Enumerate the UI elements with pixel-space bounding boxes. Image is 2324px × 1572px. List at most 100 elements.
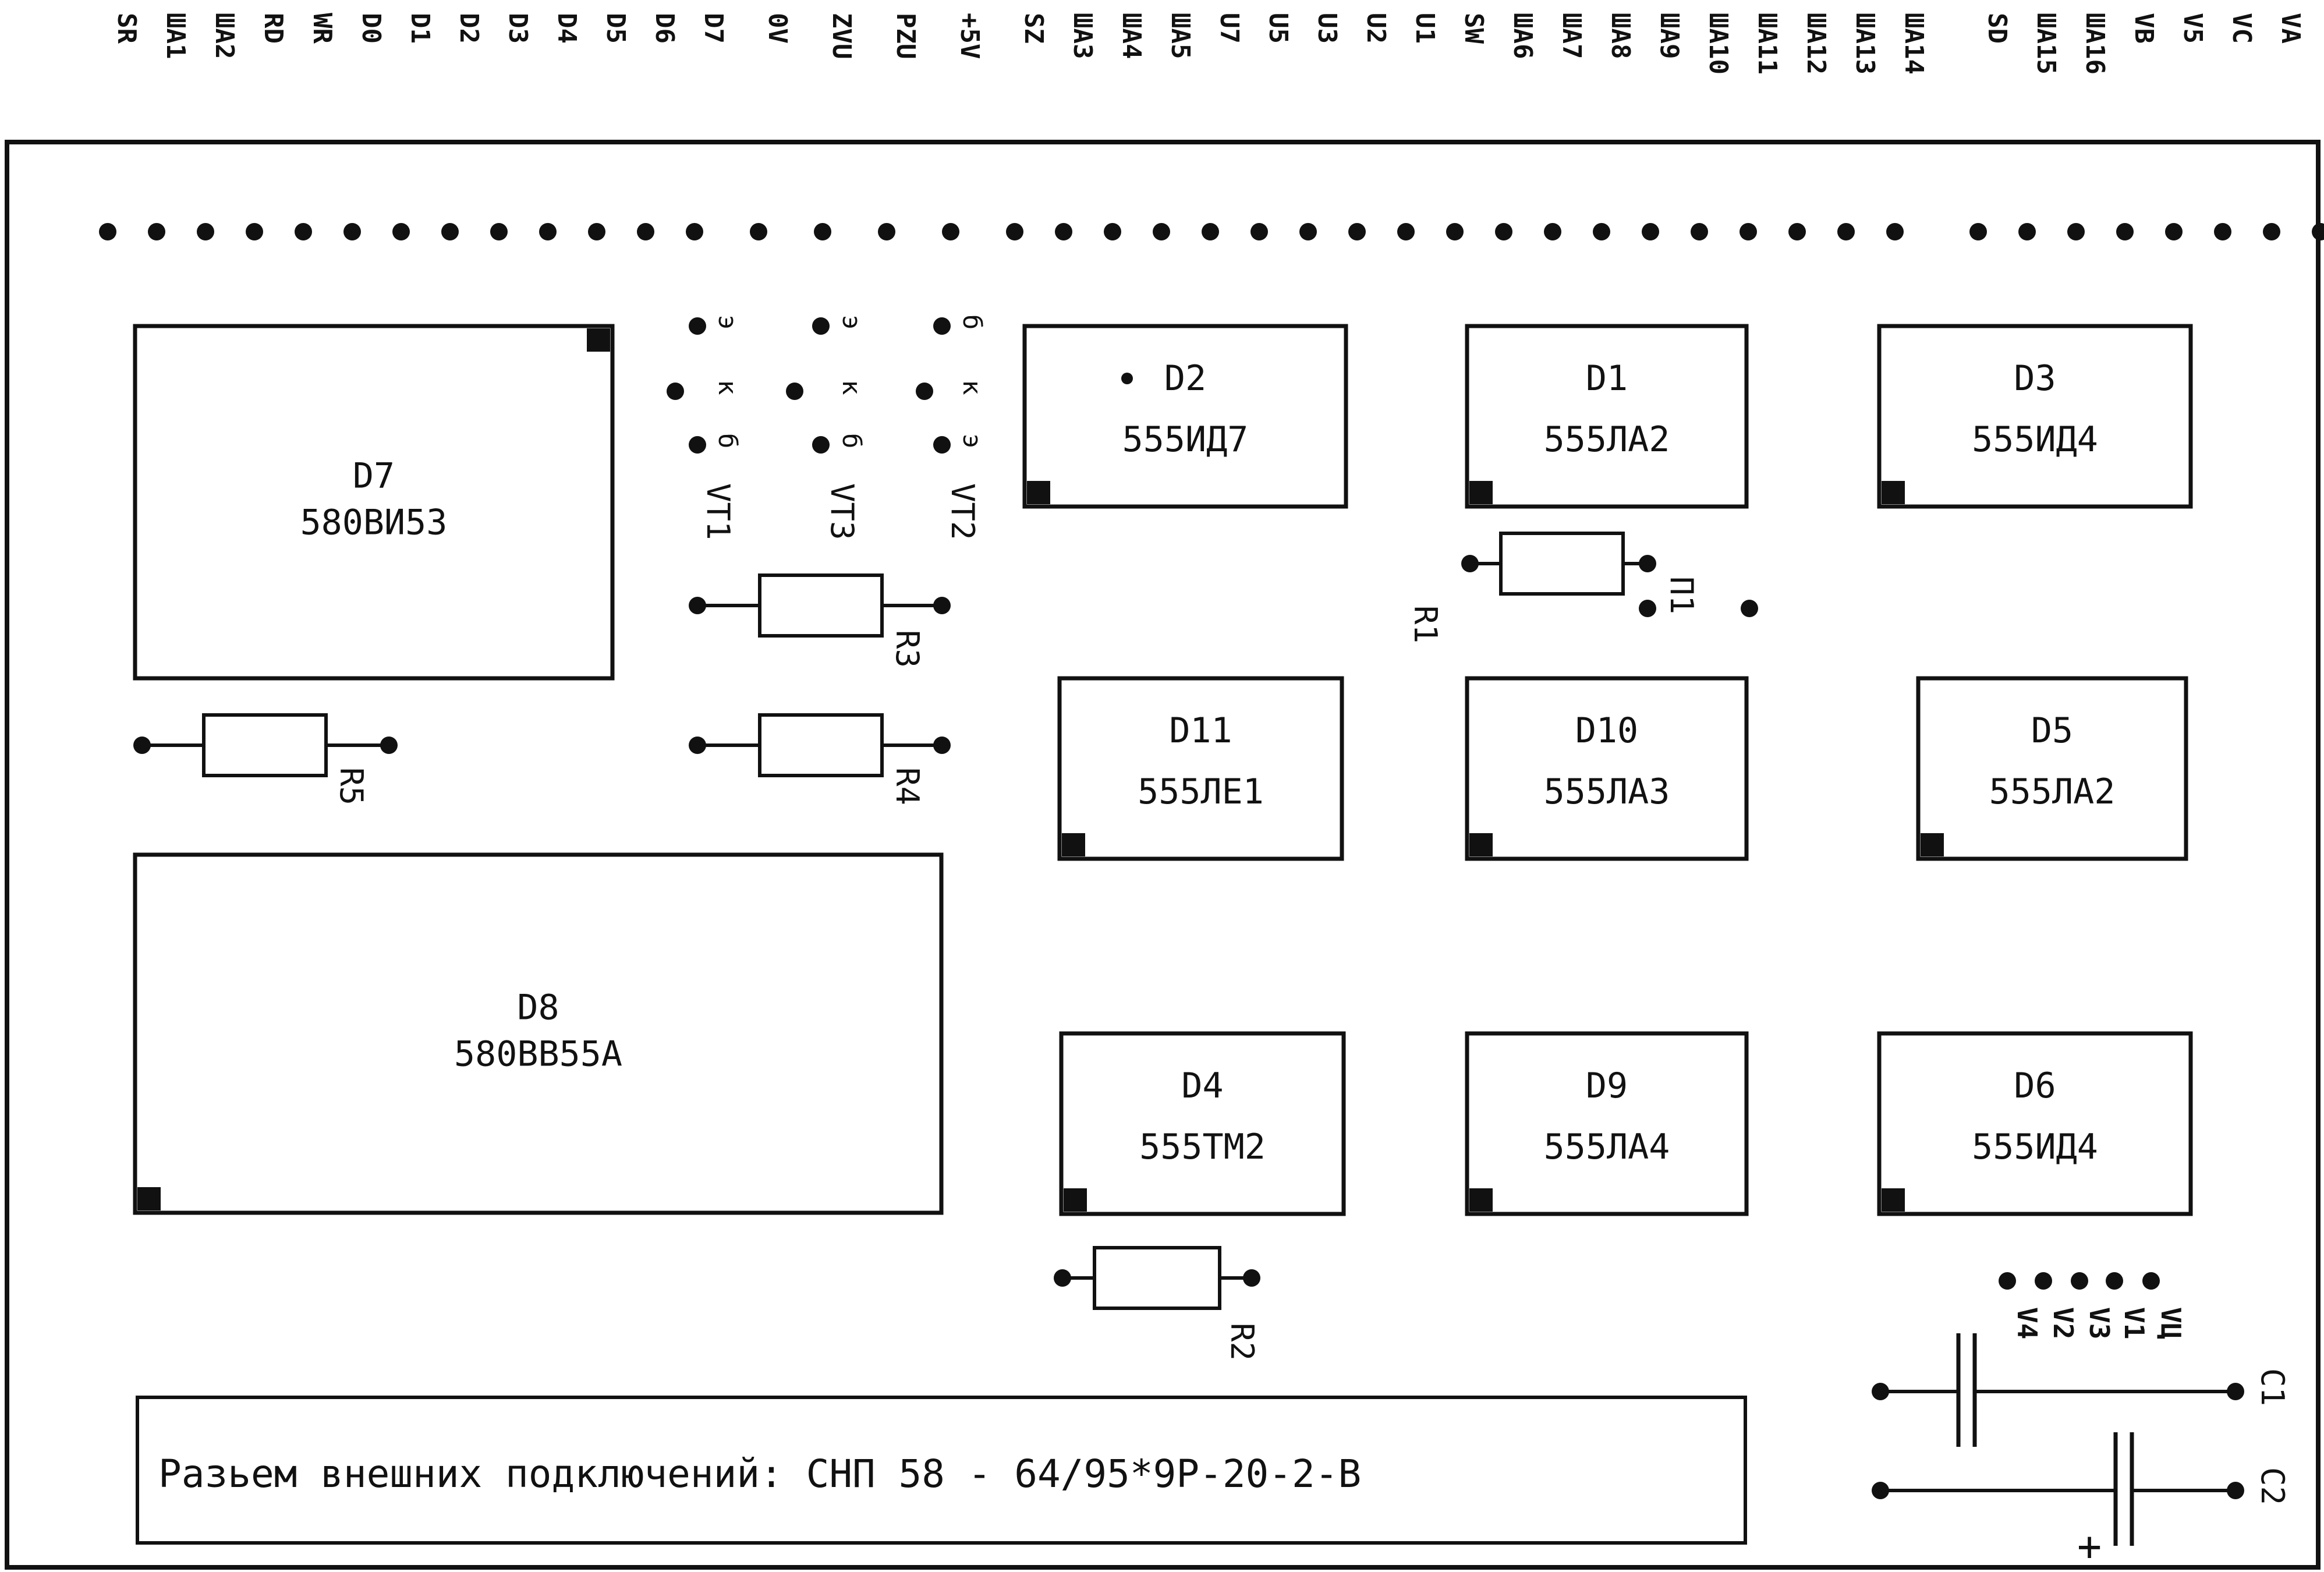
pin-label-ША14: ША14 <box>1899 13 1929 75</box>
connector-pad-ША13 <box>1837 223 1855 240</box>
capacitor-pad <box>1872 1383 1889 1400</box>
connector-pad-+5V <box>942 223 959 240</box>
resistor-pad <box>1461 555 1479 572</box>
connector-pad-RD <box>246 223 263 240</box>
chip-name: D6 <box>2014 1065 2056 1106</box>
pin-label-WR: WR <box>307 13 337 44</box>
chip-name: D1 <box>1586 358 1628 399</box>
connector-pad-ША16 <box>2067 223 2085 240</box>
v-pin-label: VЦ <box>2155 1307 2187 1339</box>
v-pin-text: V4 <box>2011 1307 2043 1339</box>
pin-label-VB: VB <box>2129 13 2159 44</box>
connector-pad-ША11 <box>1740 223 1757 240</box>
capacitor-pad <box>1872 1482 1889 1499</box>
connector-pad-ША12 <box>1788 223 1806 240</box>
resistor-name: R2 <box>1224 1323 1260 1361</box>
pin1-key-marker <box>1064 1188 1087 1212</box>
pin-label-text: SW <box>1459 13 1489 44</box>
transistor-pin-letter: к <box>837 380 866 395</box>
v-pin-text: V3 <box>2084 1307 2115 1339</box>
capacitor-polarity: + <box>2077 1523 2102 1570</box>
chip-type: 555ИД7 <box>1122 419 1249 460</box>
pin-label-text: D1 <box>405 13 435 44</box>
connector-pad-VB <box>2116 223 2134 240</box>
transistor-pin-pad <box>689 317 706 335</box>
chip-body <box>1916 676 2188 861</box>
pin-label-text: ША8 <box>1606 13 1635 59</box>
connector-note-text: Разьем внешних подключений: СНП 58 - 64/… <box>158 1451 1361 1496</box>
chip-type: 555ЛА4 <box>1544 1127 1670 1167</box>
connector-pad-ША14 <box>1886 223 1904 240</box>
pin-label-U2: U2 <box>1361 13 1391 44</box>
capacitor-pad <box>2227 1383 2244 1400</box>
resistor-R4: R4 <box>689 713 951 805</box>
chip-body <box>1465 1031 1749 1216</box>
board-outline <box>5 140 2321 1570</box>
pin-label-text: ША14 <box>1899 13 1929 75</box>
v-pin-text: V1 <box>2118 1307 2150 1339</box>
connector-pad-ША2 <box>197 223 214 240</box>
resistor-label: R3 <box>889 630 926 668</box>
pin-label-ША6: ША6 <box>1508 13 1537 59</box>
pin-label-D4: D4 <box>552 13 582 44</box>
connector-pad-U3 <box>1299 223 1317 240</box>
pin1-key-marker <box>1469 481 1493 504</box>
transistor-pin-label: э <box>713 314 742 330</box>
chip-body <box>1465 676 1749 861</box>
pin-label-ZVU: ZVU <box>827 13 856 59</box>
transistor-pin-pad <box>933 317 951 335</box>
connector-pad-ША1 <box>148 223 165 240</box>
pin-label-PZU: PZU <box>891 13 920 59</box>
pin-label-D2: D2 <box>454 13 484 44</box>
resistor-R5: R5 <box>133 713 398 805</box>
pin-label-ША1: ША1 <box>161 13 190 59</box>
pin-label-ША15: ША15 <box>2031 13 2061 75</box>
resistor-pad <box>1054 1269 1071 1287</box>
connector-pad-VA <box>2263 223 2280 240</box>
pin-label-SD: SD <box>1982 13 2012 44</box>
pin-label-ША3: ША3 <box>1068 13 1097 59</box>
pin-label-text: D7 <box>699 13 728 44</box>
pin-label-text: U2 <box>1361 13 1391 44</box>
v-pin-label: V1 <box>2118 1307 2150 1339</box>
pin1-key-marker <box>1882 481 1905 504</box>
transistor-pin-pad <box>786 383 803 400</box>
pin-label-text: U7 <box>1214 13 1244 44</box>
pin-label-text: ША7 <box>1557 13 1586 59</box>
transistor-pin-label: б <box>957 314 987 330</box>
resistor-R2: R2 <box>1054 1246 1260 1361</box>
capacitor-label: C2 <box>2254 1467 2291 1505</box>
pin-label-text: ША13 <box>1850 13 1880 75</box>
transistor-pin-label: э <box>837 314 866 330</box>
chip-type: 555ИД4 <box>1972 419 2098 460</box>
pin-label-text: SD <box>1982 13 2012 44</box>
transistor-pin-letter: б <box>713 433 742 449</box>
chip-type: 555ЛА2 <box>1544 419 1670 460</box>
pin-label-U1: U1 <box>1410 13 1440 44</box>
pin1-key-marker <box>587 328 610 352</box>
resistor-pad <box>133 737 151 754</box>
v-pin-text: VЦ <box>2155 1307 2187 1339</box>
transistor-pin-label: к <box>957 380 987 395</box>
transistor-pin-pad <box>667 383 684 400</box>
jumper-name: П1 <box>1663 576 1700 614</box>
chip-type: 555ЛА2 <box>1989 771 2116 812</box>
connector-pad-PZU <box>878 223 895 240</box>
pin-label-text: ША3 <box>1068 13 1097 59</box>
v-pin-pad <box>2035 1272 2052 1290</box>
chip-body <box>1057 676 1344 861</box>
pin-label-ША12: ША12 <box>1801 13 1831 75</box>
chip-name: D4 <box>1181 1065 1223 1106</box>
pin-label-text: VB <box>2129 13 2159 44</box>
pin-label-SZ: SZ <box>1019 13 1048 44</box>
connector-pad-VC <box>2214 223 2231 240</box>
pin-label-text: VC <box>2227 13 2256 44</box>
resistor-body <box>1093 1246 1221 1310</box>
connector-pad-ША9 <box>1642 223 1659 240</box>
